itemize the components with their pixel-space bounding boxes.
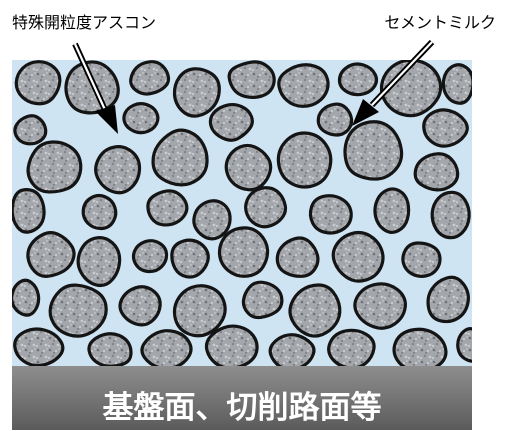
aggregate-stone [224, 143, 273, 192]
aggregate-stone [441, 63, 472, 105]
base-layer-band [12, 366, 472, 430]
aggregate-stone [151, 128, 209, 187]
aggregate-stone [81, 193, 118, 231]
aggregate-stone [131, 239, 169, 274]
aggregate-stone [170, 238, 210, 279]
aggregate-stones [12, 60, 472, 373]
aggregate-stone [118, 285, 162, 327]
aggregate-stone [14, 60, 62, 106]
aggregate-stone [227, 60, 276, 100]
aggregate-stone [48, 283, 108, 338]
aggregate-label: 特殊開粒度アスコン [12, 13, 156, 32]
aggregate-stone [353, 282, 407, 330]
aggregate-stone [392, 327, 448, 373]
aggregate-stone [140, 329, 193, 371]
aggregate-stone [422, 108, 469, 148]
aggregate-stone [343, 120, 404, 181]
cement-milk-pointer-arrow [352, 39, 435, 126]
aggregate-stone [87, 332, 133, 368]
aggregate-stone [172, 284, 227, 338]
aggregate-stone [122, 102, 160, 135]
aggregate-stone [373, 187, 411, 234]
aggregate-stone [172, 67, 221, 118]
cement-milk-label: セメントミルク [384, 13, 496, 32]
aggregate-stone [241, 280, 284, 320]
aggregate-stone [276, 131, 333, 189]
aggregate-stone [456, 327, 472, 363]
aggregate-stone [337, 62, 379, 97]
aggregate-stone [146, 189, 189, 227]
aggregate-stone [288, 283, 342, 338]
aggregate-stone [12, 187, 46, 234]
aggregate-stone [13, 327, 65, 368]
aggregate-stone [244, 186, 288, 229]
aggregate-stone [12, 278, 41, 317]
base-layer-label: 基盤面、切削路面等 [103, 390, 382, 426]
aggregate-stone [217, 226, 270, 278]
aggregate-stone [204, 324, 259, 370]
aggregate-stone [76, 236, 122, 288]
base-layer: 基盤面、切削路面等 [12, 366, 472, 430]
aggregate-stone [26, 140, 83, 194]
aggregate-stone [275, 236, 320, 278]
aggregate-stone [192, 199, 232, 241]
aggregate-stone [401, 241, 442, 278]
aggregate-stone [129, 60, 171, 96]
aggregate-stone [413, 152, 460, 192]
aggregate-stone [94, 145, 142, 195]
aggregate-stone [13, 114, 48, 146]
aggregate-stone [426, 275, 470, 324]
aggregate-stone [331, 230, 385, 283]
aggregate-stone [26, 231, 76, 278]
aggregate-stone [308, 194, 353, 235]
aggregate-stone [268, 333, 316, 372]
aggregate-pointer-arrow [72, 42, 118, 134]
aggregate-stone [379, 60, 443, 118]
aggregate-stone [277, 63, 330, 108]
aggregate-stone [316, 102, 354, 137]
aggregate-stone [430, 190, 471, 240]
aggregate-stone [208, 102, 254, 142]
aggregate-stone [327, 328, 376, 370]
